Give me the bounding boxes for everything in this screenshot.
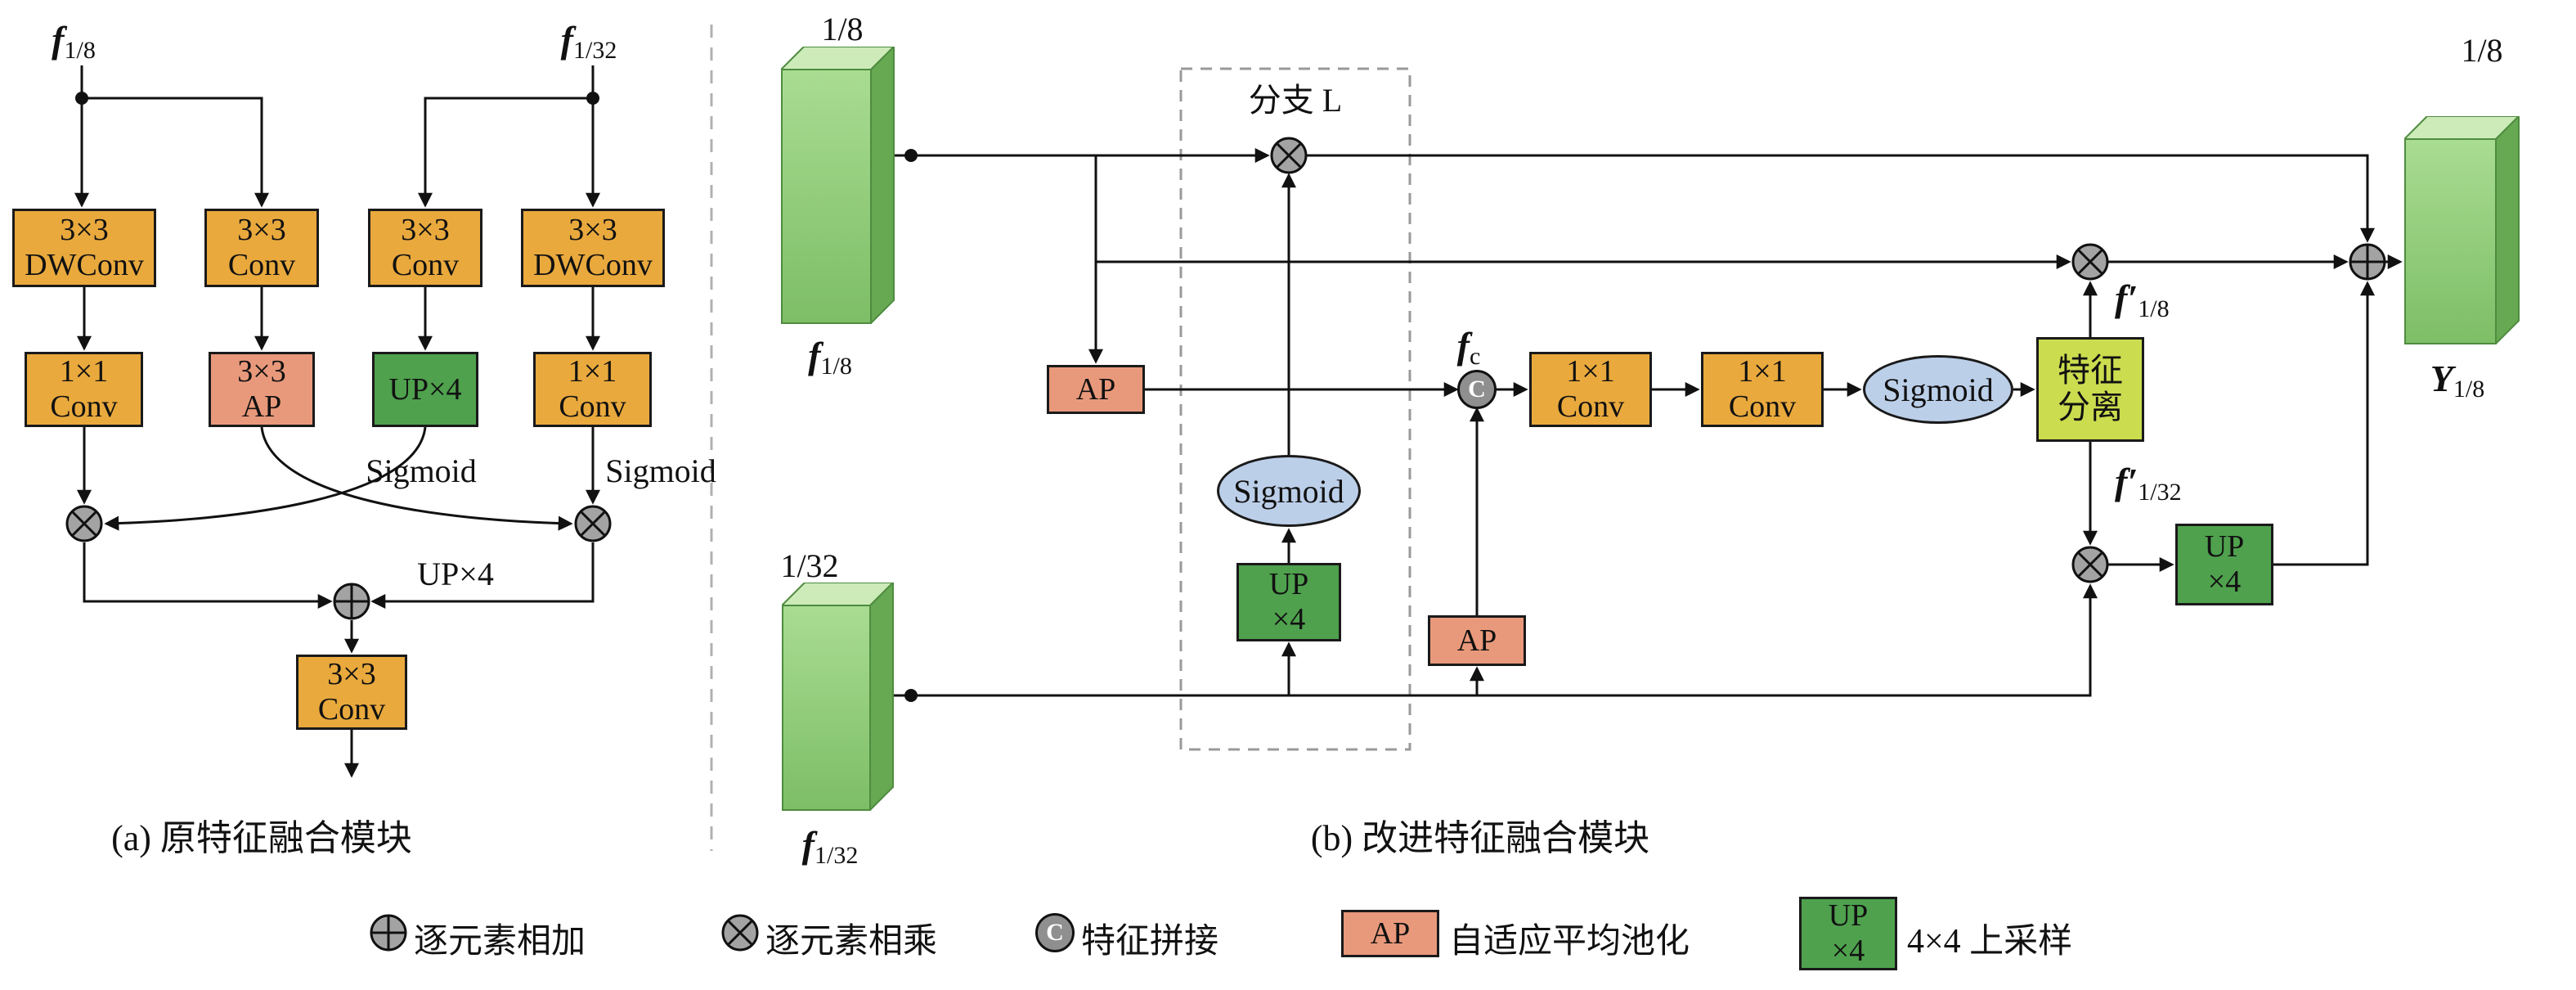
cube-front-face: [781, 69, 872, 324]
feature-cube-f132: [779, 580, 895, 812]
add-node-a: [331, 581, 372, 622]
scale-label-f18: 1/8: [821, 11, 864, 47]
cube-side-face: [2495, 114, 2520, 346]
sigmoid-ellipse-main: Sigmoid: [1863, 355, 2013, 424]
upsample-box-out: UP ×4: [2175, 524, 2273, 605]
caption-panel-a: (a) 原特征融合模块: [111, 818, 412, 858]
branch-l-label: 分支 L: [1248, 82, 1343, 119]
f132-input-label: f1/32: [560, 19, 617, 64]
ap-box-top: AP: [1047, 365, 1145, 414]
conv-1x1-box-b1: 1×1 Conv: [1529, 352, 1652, 427]
sigmoid-label-left: Sigmoid: [366, 452, 477, 489]
upsample-box-branch: UP ×4: [1236, 563, 1341, 641]
f132-cube-label: f1/32: [801, 824, 859, 869]
y18-cube-label: Y1/8: [2430, 358, 2485, 403]
conv-3x3-box-right: 3×3 Conv: [368, 209, 482, 287]
f18-cube-label: f1/8: [808, 335, 852, 380]
conv-1x1-box-b2: 1×1 Conv: [1701, 352, 1824, 427]
cube-front-face: [2404, 138, 2497, 344]
legend-ap-label: 自适应平均池化: [1449, 923, 1690, 961]
cube-side-face: [869, 580, 894, 812]
conv-1x1-box-right: 1×1 Conv: [533, 352, 652, 427]
up4-wire-label: UP×4: [417, 556, 494, 592]
conv-3x3-box-left: 3×3 Conv: [204, 209, 319, 287]
multiply-node-f18: [2070, 241, 2111, 282]
f18-input-label: f1/8: [52, 19, 96, 64]
add-node-b: [2347, 241, 2388, 282]
f132-prime-label: f′1/32: [2115, 461, 2182, 506]
multiply-node-a-left: [64, 503, 105, 544]
legend-concat-icon: C: [1035, 913, 1075, 952]
fc-label: fc: [1456, 325, 1481, 370]
scale-label-f132: 1/32: [780, 547, 839, 584]
upsample-box-a: UP×4: [372, 352, 478, 427]
ap-box-bottom: AP: [1428, 615, 1526, 666]
legend-add-label: 逐元素相加: [414, 923, 586, 961]
cube-front-face: [782, 605, 871, 811]
panel-b-wires: [893, 148, 2403, 702]
sigmoid-label-right: Sigmoid: [605, 452, 716, 489]
branch-region-outline: [1179, 67, 1411, 751]
feature-cube-out: [2402, 114, 2521, 346]
multiply-node-a-right: [572, 503, 613, 544]
feature-split-box: 特征 分离: [2036, 337, 2144, 442]
multiply-node-branch-l: [1268, 135, 1309, 176]
legend-up-label: 4×4 上采样: [1907, 923, 2073, 961]
legend-ap-box: AP: [1341, 910, 1439, 957]
sigmoid-ellipse-branch: Sigmoid: [1217, 455, 1361, 527]
legend-multiply-icon: [720, 912, 761, 953]
feature-cube-f18: [779, 44, 896, 326]
dwconv-3x3-box-right: 3×3 DWConv: [521, 209, 665, 287]
conv-3x3-out-box: 3×3 Conv: [296, 655, 407, 730]
scale-label-out: 1/8: [2461, 32, 2503, 69]
f18-prime-label: f′1/8: [2115, 277, 2170, 322]
legend-up-box: UP ×4: [1799, 897, 1897, 970]
concat-node: C: [1457, 370, 1497, 409]
dwconv-3x3-box-left: 3×3 DWConv: [12, 209, 156, 287]
caption-panel-b: (b) 改进特征融合模块: [1310, 818, 1650, 858]
panel-a-wires: [74, 65, 600, 778]
legend-add-icon: [368, 912, 409, 953]
legend-concat-label: 特征拼接: [1081, 923, 1219, 961]
ap-3x3-box: 3×3 AP: [209, 352, 315, 427]
legend-multiply-label: 逐元素相乘: [765, 923, 938, 961]
multiply-node-f132: [2070, 544, 2111, 585]
conv-1x1-box-left: 1×1 Conv: [25, 352, 143, 427]
cube-side-face: [870, 44, 895, 326]
